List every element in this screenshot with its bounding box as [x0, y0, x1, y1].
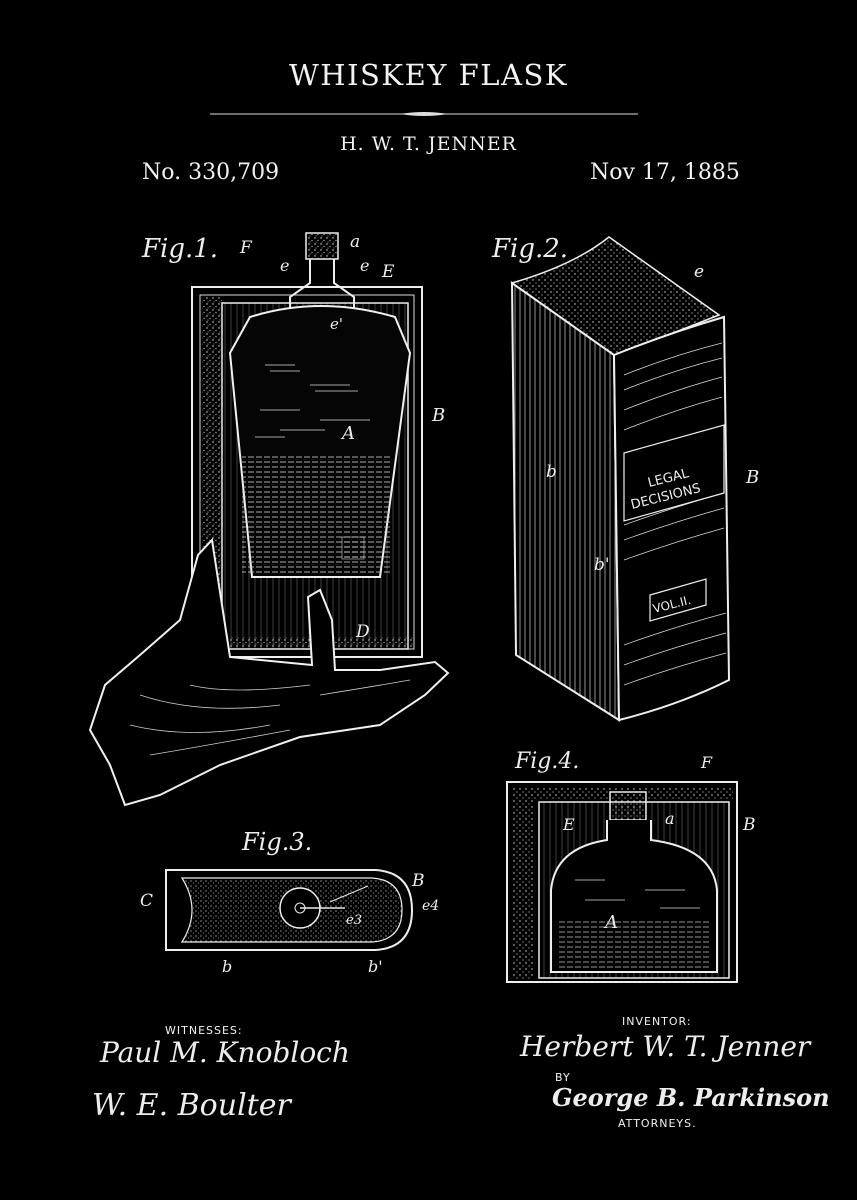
witness-signature-1: Paul M. Knobloch — [100, 1036, 350, 1069]
fig1-part-E: E — [381, 262, 395, 282]
inventor-signature: Herbert W. T. Jenner — [520, 1030, 811, 1063]
figure-4-drawing: Fig.4. F a B E A — [506, 749, 756, 983]
fig2-label: Fig.2. — [491, 234, 568, 264]
fig2-part-B: B — [745, 467, 759, 488]
fig3-part-C: C — [140, 891, 153, 911]
fig1-part-F: F — [239, 238, 253, 258]
by-label: BY — [555, 1071, 571, 1084]
fig4-part-F: F — [700, 753, 713, 772]
inventor-label: INVENTOR: — [622, 1015, 692, 1028]
fig3-part-B: B — [411, 871, 425, 891]
witnesses-label: WITNESSES: — [165, 1024, 243, 1037]
fig4-part-a: a — [665, 809, 675, 828]
title-divider — [210, 112, 638, 116]
fig1-part-e-right: e — [360, 256, 369, 275]
page-title: WHISKEY FLASK — [289, 58, 568, 92]
fig3-part-b-prime: b' — [368, 957, 383, 976]
fig2-part-b-prime: b' — [594, 555, 610, 575]
fig1-part-e-left: e — [280, 256, 289, 275]
figure-1-drawing: Fig.1. F a e e E e' B A D — [88, 232, 450, 807]
fig4-label: Fig.4. — [514, 749, 579, 774]
figure-2-drawing: Fig.2. LEGAL DECISIONS VOL.II. e b b' B — [491, 234, 759, 722]
fig1-part-A: A — [340, 423, 355, 444]
figure-3-drawing: Fig.3. C B e4 e3 b b' — [140, 828, 439, 976]
fig1-label: Fig.1. — [141, 234, 218, 264]
fig3-label: Fig.3. — [241, 828, 312, 856]
fig4-part-E: E — [562, 815, 575, 834]
fig3-part-e3: e3 — [346, 913, 362, 928]
fig3-part-e4: e4 — [422, 898, 439, 914]
fig1-part-e-prime: e' — [330, 315, 343, 333]
attorneys-label: ATTORNEYS. — [618, 1117, 697, 1130]
fig2-part-b: b — [546, 462, 557, 482]
witness-signature-2: W. E. Boulter — [92, 1088, 291, 1123]
fig1-part-a: a — [350, 232, 360, 252]
fig2-part-e: e — [694, 262, 704, 282]
patent-date: Nov 17, 1885 — [590, 160, 740, 185]
patent-number: No. 330,709 — [142, 160, 280, 185]
fig3-part-b: b — [222, 957, 232, 976]
attorney-signature: George B. Parkinson — [552, 1083, 830, 1112]
fig4-part-A: A — [603, 912, 618, 933]
fig1-part-B: B — [431, 405, 445, 426]
fig4-part-B: B — [742, 815, 756, 835]
fig1-part-D: D — [355, 622, 370, 642]
inventor-name: H. W. T. JENNER — [340, 133, 517, 155]
